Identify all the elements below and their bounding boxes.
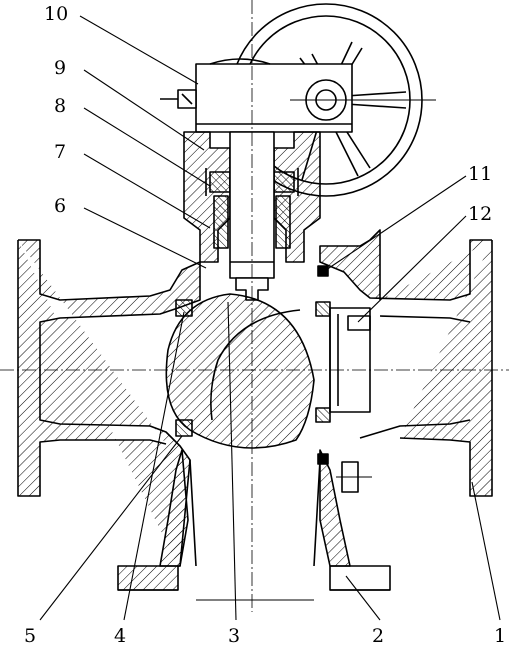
plug <box>165 293 315 449</box>
label-7: 7 <box>54 141 66 163</box>
label-4: 4 <box>114 625 126 647</box>
leader-lines <box>39 15 501 621</box>
bonnet <box>183 131 321 263</box>
label-5: 5 <box>24 625 36 647</box>
label-3: 3 <box>228 625 240 647</box>
valve-body <box>17 229 493 601</box>
label-12: 12 <box>468 203 492 225</box>
bolt <box>336 461 372 493</box>
label-2: 2 <box>372 625 384 647</box>
gearbox <box>160 58 436 133</box>
label-10: 10 <box>44 3 68 25</box>
label-11: 11 <box>468 163 492 185</box>
centerlines <box>0 0 509 612</box>
label-6: 6 <box>54 195 66 217</box>
label-8: 8 <box>54 95 66 117</box>
callouts: 10 9 8 7 6 11 12 5 4 3 2 1 <box>24 3 506 647</box>
seats <box>175 265 371 465</box>
label-1: 1 <box>494 625 506 647</box>
label-9: 9 <box>54 57 66 79</box>
